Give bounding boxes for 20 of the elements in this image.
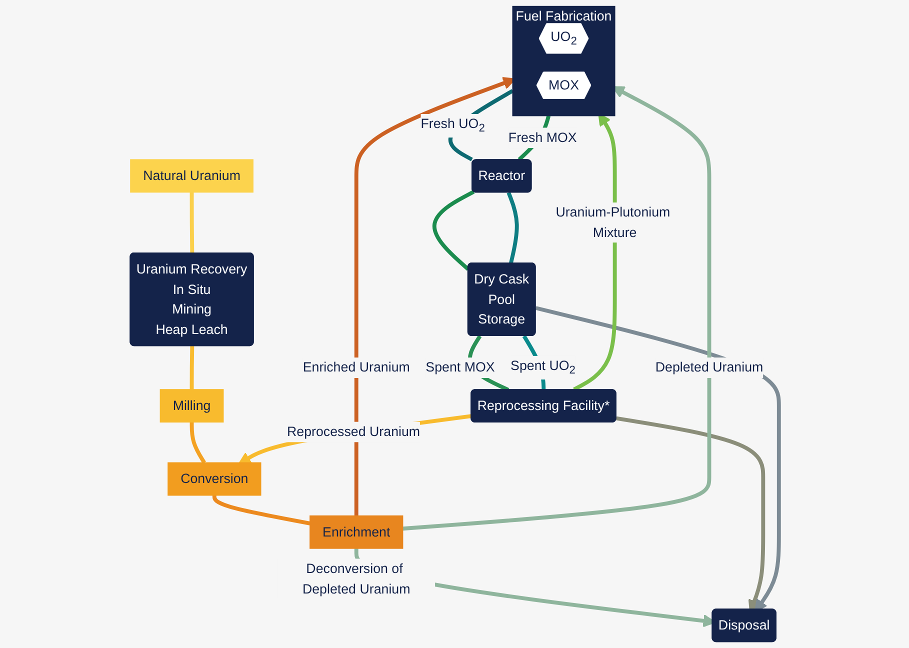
node-box: Conversion (168, 462, 262, 496)
node-box: Milling (160, 389, 224, 423)
node-box: Natural Uranium (130, 159, 254, 193)
connector (506, 192, 519, 264)
connector (190, 192, 194, 254)
edge-label: Uranium-Plutonium Mixture (556, 204, 670, 240)
edge-label: Depleted Uranium (655, 360, 764, 375)
connector (432, 190, 475, 271)
node-box: Enrichment (310, 515, 404, 549)
edge-label: Spent MOX (426, 360, 495, 375)
arrow (402, 86, 712, 531)
edge-label: Deconversion of Depleted Uranium (302, 561, 410, 596)
edge-label: Reprocessed Uranium (286, 424, 420, 440)
connector (190, 422, 206, 464)
arrow (238, 414, 472, 465)
edge-label: Enriched Uranium (302, 360, 410, 375)
connector (190, 346, 194, 390)
edge-label: Fresh UO$_{2}$ (420, 116, 485, 135)
edge-label: Spent UO$_{2}$ (510, 358, 576, 377)
edge-label: Fresh MOX (508, 130, 577, 145)
